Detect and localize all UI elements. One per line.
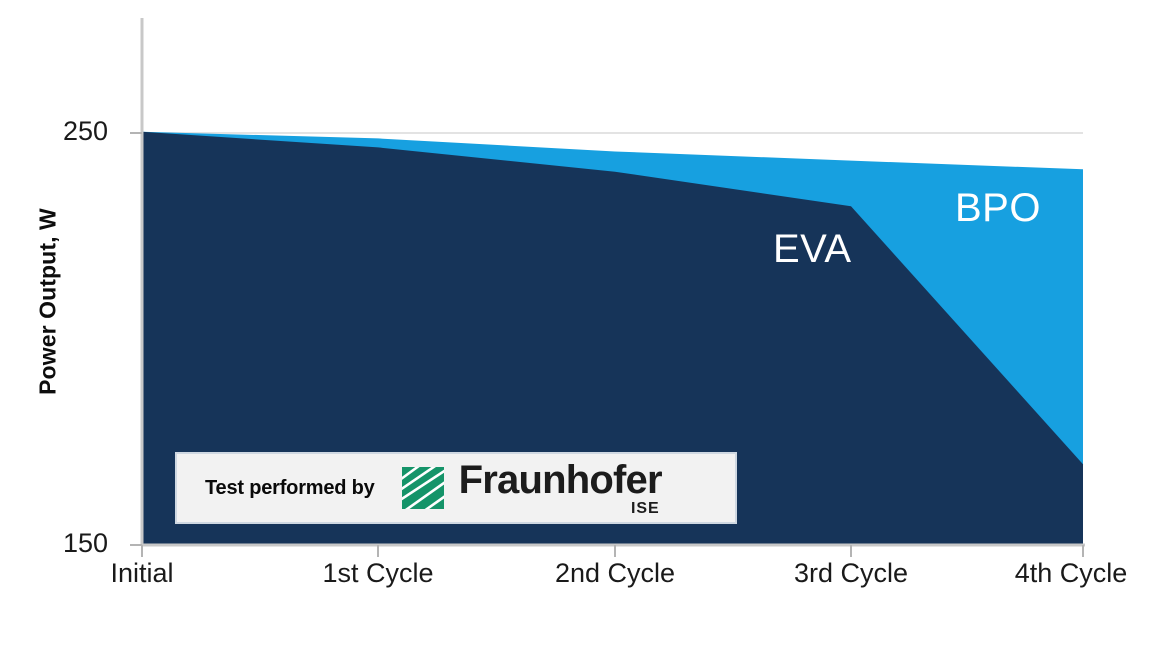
x-tick-label-initial: Initial <box>110 558 174 588</box>
x-tick-label-3rd-cycle: 3rd Cycle <box>793 558 909 588</box>
x-tick-label-1st-cycle: 1st Cycle <box>322 558 434 588</box>
x-tick-label-2nd-cycle: 2nd Cycle <box>554 558 676 588</box>
y-tick-label-150: 150 <box>62 528 108 558</box>
fraunhofer-institute-label: ISE <box>630 499 660 517</box>
x-tick-label-4th-cycle: 4th Cycle <box>1014 558 1128 588</box>
series-label-eva: EVA <box>773 227 852 271</box>
attribution-caption: Test performed by <box>205 476 375 499</box>
fraunhofer-wordmark-group: Fraunhofer ISE <box>458 457 663 517</box>
y-axis-title: Power Output, W <box>34 208 61 395</box>
attribution-logo-box: Test performed by Fraunhofer ISE <box>175 452 737 524</box>
fraunhofer-logo-icon <box>400 466 445 510</box>
fraunhofer-wordmark: Fraunhofer <box>458 457 663 502</box>
series-label-bpo: BPO <box>955 186 1041 230</box>
y-tick-label-250: 250 <box>62 116 108 146</box>
area-series-eva <box>142 131 1083 546</box>
